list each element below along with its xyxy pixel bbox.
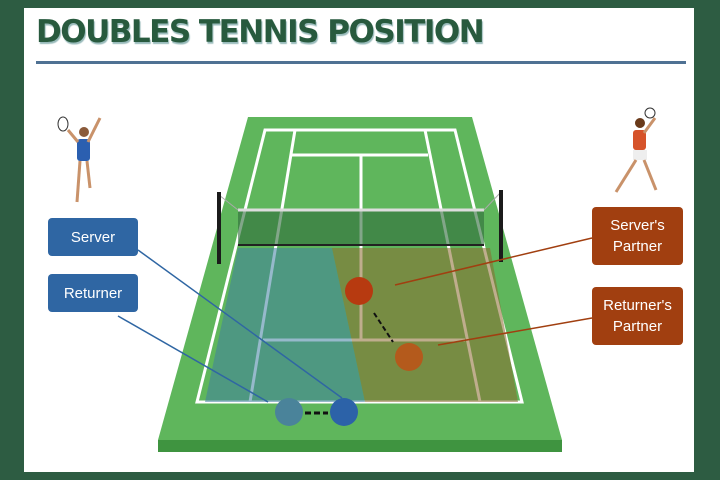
- label-line: Server's: [610, 217, 665, 234]
- returners-partner-marker: [395, 343, 423, 371]
- server-player-icon: [57, 116, 102, 203]
- server-team-zone: [332, 248, 518, 402]
- label-line: Partner: [612, 238, 663, 255]
- returner-label: Returner: [48, 274, 138, 312]
- partner-player-icon: [614, 107, 658, 193]
- returners-partner-arrow: [437, 317, 593, 346]
- returner-team-zone: [205, 248, 365, 402]
- server-arrow: [137, 249, 343, 399]
- server-label-text: Server: [70, 228, 116, 246]
- title-divider: [36, 61, 686, 64]
- net-post-left: [217, 192, 221, 264]
- server-label: Server: [48, 218, 138, 256]
- returner-arrow: [117, 315, 269, 403]
- court-apron-edge: [158, 440, 562, 452]
- returner-marker: [275, 398, 303, 426]
- label-line: Partner: [612, 318, 663, 335]
- returner-label-text: Returner: [63, 284, 123, 302]
- net-post-right: [499, 190, 503, 262]
- page-title: DOUBLES TENNIS POSITION: [36, 14, 485, 50]
- net: [217, 190, 503, 264]
- servers-partner-arrow: [394, 237, 593, 286]
- label-line: Returner's: [603, 297, 672, 314]
- server-marker: [330, 398, 358, 426]
- servers-partner-marker: [345, 277, 373, 305]
